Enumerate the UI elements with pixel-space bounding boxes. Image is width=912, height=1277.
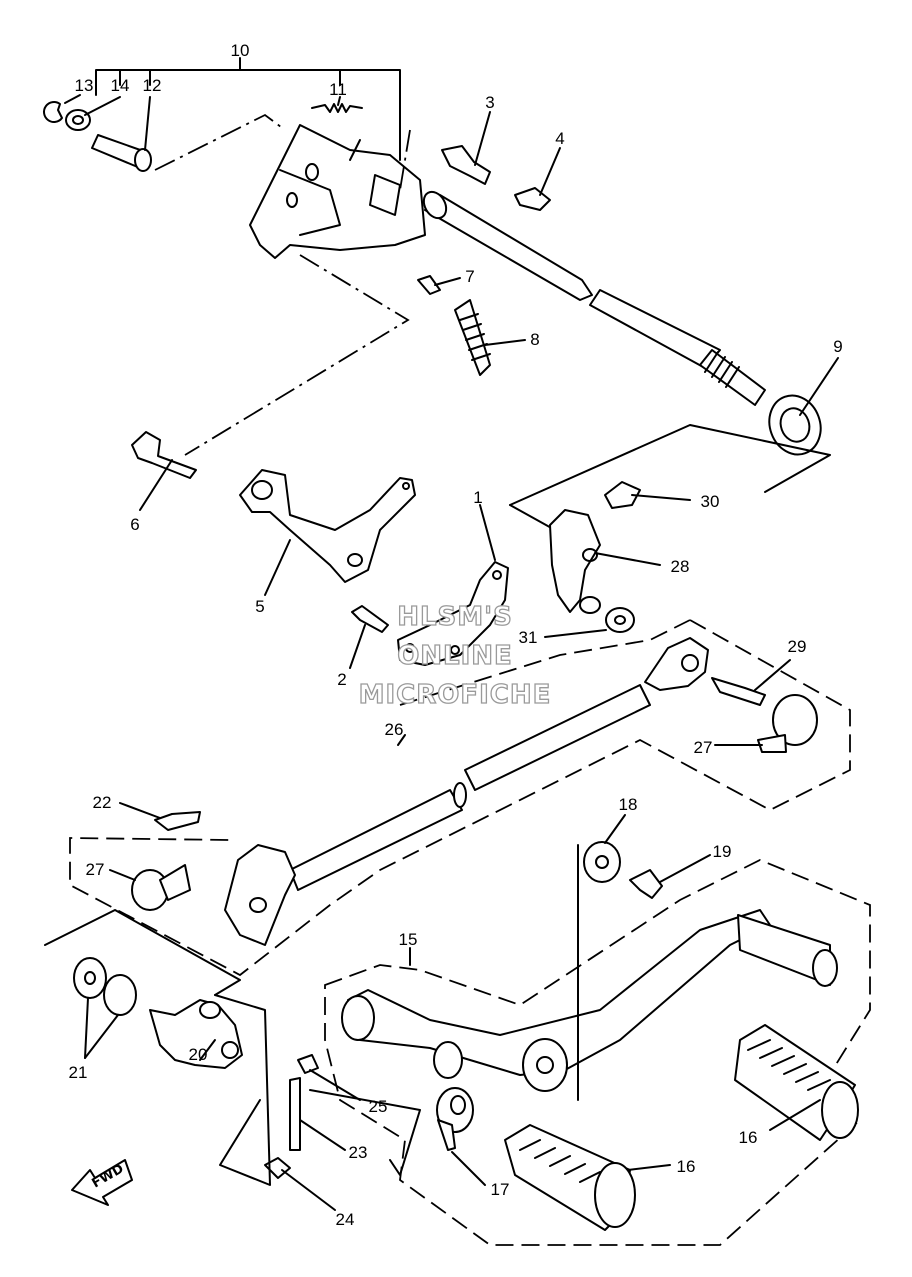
callout-31: 31 [519,628,538,647]
callout-27-left: 27 [86,860,105,879]
watermark-line-3: MICROFICHE [359,680,552,710]
callout-30: 30 [701,492,720,511]
callout-16-bottom: 16 [677,1157,696,1176]
callout-26: 26 [385,720,404,739]
callout-21: 21 [69,1063,88,1082]
rod-end-17 [436,841,663,1151]
lever-28 [549,481,641,633]
callout-7: 7 [465,267,474,286]
shift-shaft-assembly [43,101,822,456]
bracket-1 [351,561,509,666]
watermark: HLSM'S ONLINE MICROFICHE [358,601,552,710]
callout-3: 3 [485,93,494,112]
callout-11: 11 [329,80,347,99]
footpeg-rubbers-16 [504,1024,859,1231]
group-bracket-10 [95,57,401,161]
shift-arm-5 [131,431,416,583]
callout-5: 5 [255,597,264,616]
callout-labels: 10 13 14 12 11 3 4 7 8 9 30 1 28 6 5 31 … [69,41,843,1229]
callout-27-right: 27 [694,738,713,757]
callout-29: 29 [788,637,807,656]
callout-8: 8 [530,330,539,349]
callout-19: 19 [713,842,732,861]
watermark-line-1: HLSM'S [397,602,513,632]
callout-13: 13 [75,76,94,95]
leader-lines [64,94,839,1211]
callout-28: 28 [671,557,690,576]
callout-12: 12 [143,76,162,95]
callout-6: 6 [130,515,139,534]
callout-16-right: 16 [739,1128,758,1147]
callout-23: 23 [349,1143,368,1162]
lever-lower-left [131,811,296,946]
pivot-20 [44,909,421,1186]
callout-14: 14 [111,76,130,95]
alignment-lines [154,113,831,531]
callout-15: 15 [399,930,418,949]
callout-10: 10 [231,41,250,60]
callout-18: 18 [619,795,638,814]
callout-20: 20 [189,1045,208,1064]
shift-rod-26 [69,619,851,977]
shift-pedal-15 [324,859,871,1246]
callout-24: 24 [336,1210,355,1229]
callout-25: 25 [369,1097,388,1116]
callout-1: 1 [473,488,482,507]
callout-4: 4 [555,129,564,148]
watermark-line-2: ONLINE [397,641,513,671]
callout-17: 17 [491,1180,510,1199]
callout-9: 9 [833,337,842,356]
fwd-arrow-icon: FWD [71,1159,133,1206]
callout-22: 22 [93,793,112,812]
callout-2: 2 [337,670,346,689]
